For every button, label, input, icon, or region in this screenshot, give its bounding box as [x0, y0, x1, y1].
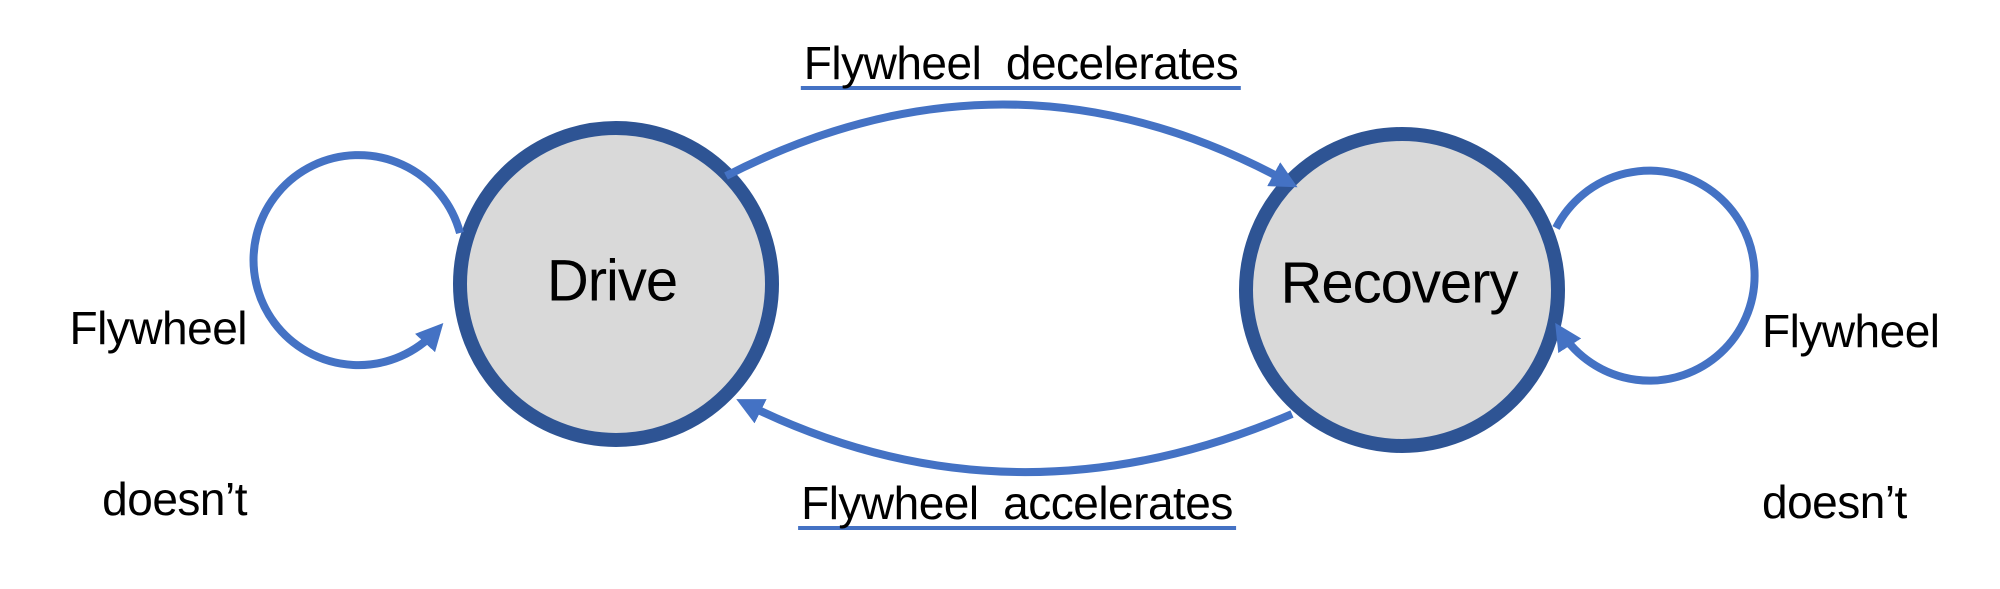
- state-label-drive: Drive: [546, 248, 678, 314]
- state-node-recovery: [1239, 127, 1565, 453]
- transition-arrow-drive-to-recovery: [724, 100, 1298, 188]
- self-loop-label-line: doesn’t: [1762, 476, 1907, 528]
- state-node-drive: [453, 121, 779, 447]
- self-loop-arrow-drive: [249, 151, 464, 370]
- self-loop-arrow-recovery: [1552, 166, 1759, 385]
- self-loop-label-line: doesn’t: [102, 473, 247, 525]
- state-label-recovery: Recovery: [1280, 250, 1519, 316]
- self-loop-label-flywheel-doesnt-accelerate: Flywheel doesn’t accelerate: [1762, 189, 1969, 589]
- transition-label-flywheel-accelerates: Flywheel accelerates: [798, 480, 1236, 530]
- self-loop-label-flywheel-doesnt-decelerate: Flywheel doesn’t decelerate: [37, 186, 247, 589]
- transition-arrow-recovery-to-drive: [736, 399, 1294, 477]
- transition-label-flywheel-decelerates: Flywheel decelerates: [800, 40, 1242, 90]
- self-loop-label-line: Flywheel: [1762, 305, 1940, 357]
- self-loop-label-line: Flywheel: [69, 302, 247, 354]
